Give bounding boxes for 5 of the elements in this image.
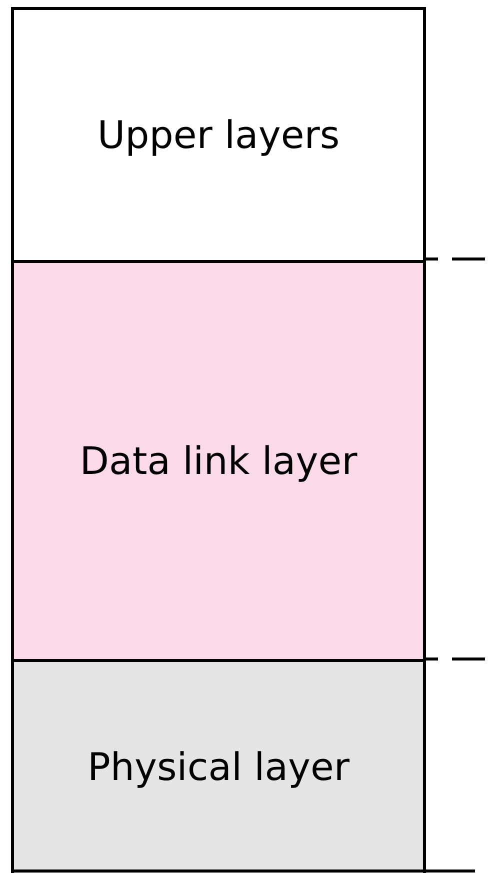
layer-box: [14, 260, 423, 659]
layer-box: [14, 658, 423, 873]
layer-label: Physical layer: [88, 745, 350, 790]
layer-label: Data link layer: [80, 438, 358, 483]
layer-label: Upper layers: [97, 113, 340, 158]
